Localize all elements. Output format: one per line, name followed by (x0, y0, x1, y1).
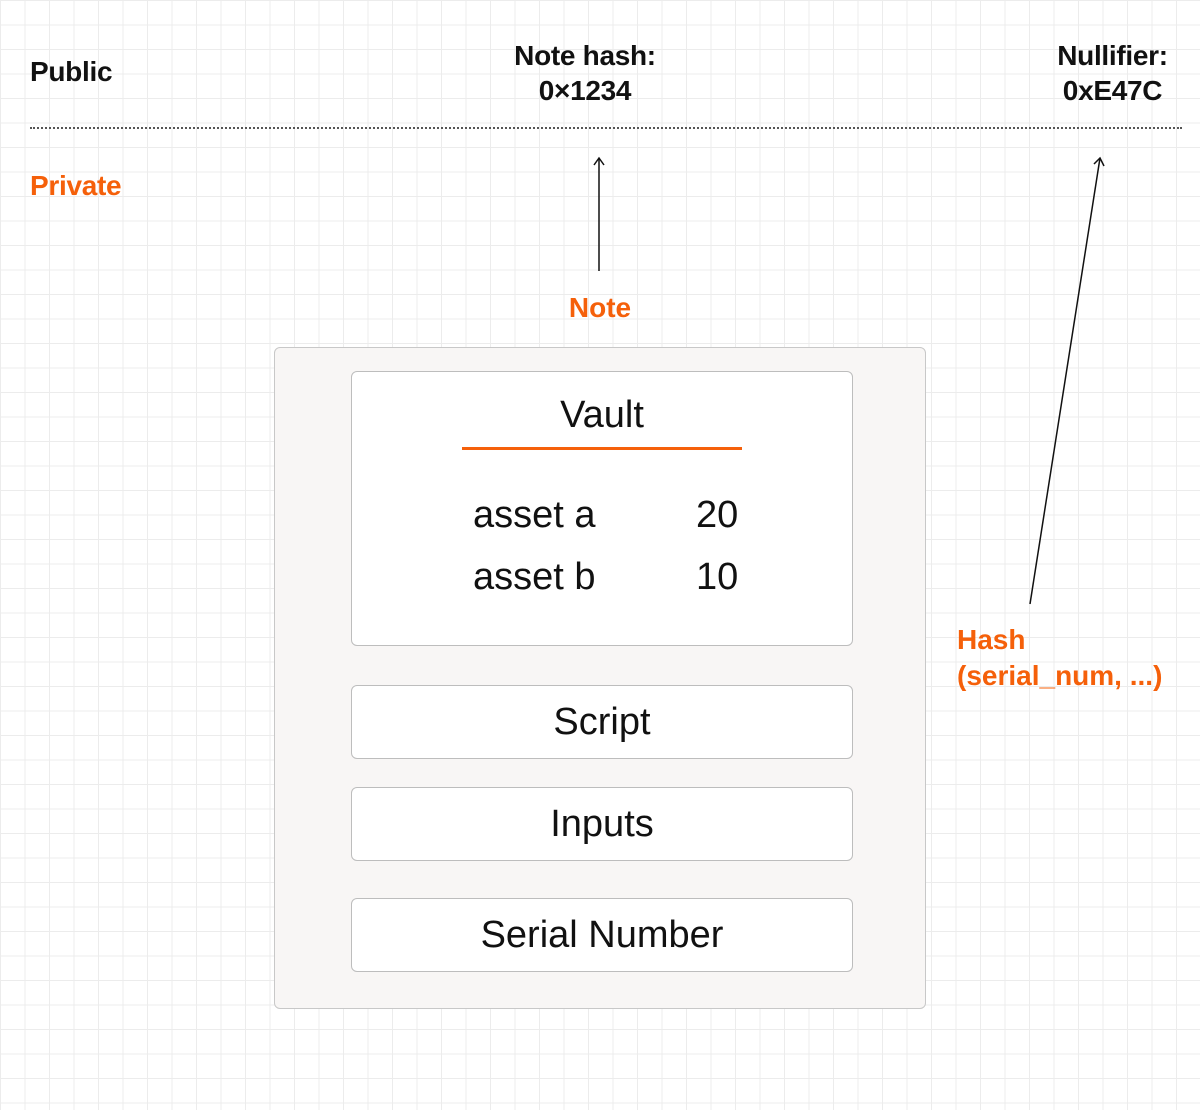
nullifier-label: Nullifier: 0xE47C (1030, 38, 1195, 108)
nullifier-value: 0xE47C (1062, 75, 1163, 106)
serial-number-label: Serial Number (480, 913, 724, 956)
asset-amount: 20 (696, 494, 739, 536)
script-label: Script (553, 700, 651, 743)
note-hash-title: Note hash: (514, 40, 656, 71)
hash-label-line2: (serial_num, ...) (957, 660, 1163, 691)
hash-label-line1: Hash (957, 624, 1026, 655)
private-section-label: Private (30, 170, 122, 201)
inputs-label: Inputs (550, 802, 654, 845)
vault-card (351, 371, 853, 646)
inputs-box: Inputs (351, 787, 853, 861)
public-private-divider (30, 127, 1182, 129)
asset-name: asset b (473, 556, 596, 598)
asset-amount: 10 (696, 556, 739, 598)
nullifier-arrow (1029, 156, 1105, 605)
serial-number-box: Serial Number (351, 898, 853, 972)
note-label: Note (568, 292, 632, 323)
note-hash-arrow (593, 156, 605, 271)
hash-label: Hash (serial_num, ...) (957, 622, 1162, 694)
vault-title: Vault (560, 394, 644, 436)
public-section-label: Public (30, 56, 113, 87)
nullifier-title: Nullifier: (1057, 40, 1168, 71)
script-box: Script (351, 685, 853, 759)
vault-title-underline (462, 447, 742, 450)
asset-name: asset a (473, 494, 596, 536)
note-hash-label: Note hash: 0×1234 (470, 38, 700, 108)
note-hash-value: 0×1234 (538, 75, 632, 106)
